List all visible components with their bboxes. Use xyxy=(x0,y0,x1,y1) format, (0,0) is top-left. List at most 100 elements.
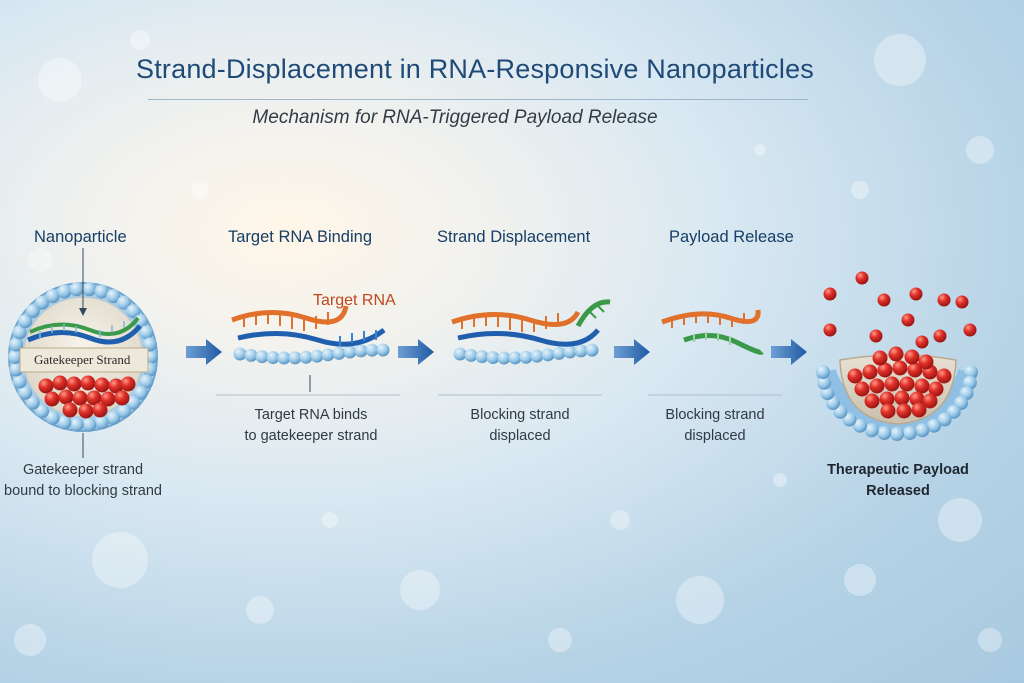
payload-particle xyxy=(904,349,920,365)
released-particle xyxy=(933,329,947,343)
payload-particle xyxy=(72,390,88,406)
membrane-bead xyxy=(8,350,22,364)
payload-particle xyxy=(847,368,863,384)
payload-particle xyxy=(892,360,908,376)
nanoparticle-payload xyxy=(38,375,136,419)
payload-particle xyxy=(922,393,938,409)
caption-payload-release: Blocking strand displaced xyxy=(640,405,790,447)
substrate-bead xyxy=(552,346,566,360)
payload-particle xyxy=(914,378,930,394)
released-particle xyxy=(909,287,923,301)
nanoparticle-membrane-beads xyxy=(8,282,158,432)
payload-release-strands xyxy=(661,309,764,355)
target-binding-duplex xyxy=(231,305,390,392)
step-title-target-binding: Target RNA Binding xyxy=(228,228,372,246)
payload-particle xyxy=(38,378,54,394)
membrane-bead xyxy=(45,410,60,425)
substrate-bead xyxy=(453,347,467,361)
payload-particle xyxy=(62,402,78,418)
payload-particle xyxy=(869,378,885,394)
caption-strand-displacement-line2: displaced xyxy=(489,428,551,444)
payload-particle xyxy=(899,376,915,392)
membrane-bead xyxy=(937,412,952,427)
membrane-bead xyxy=(94,284,109,299)
membrane-bead xyxy=(139,325,154,340)
substrate-bead xyxy=(486,351,500,365)
payload-particle xyxy=(928,381,944,397)
substrate-bead xyxy=(497,351,511,365)
substrate-bead xyxy=(244,348,258,362)
payload-particle xyxy=(872,350,888,366)
step-title-nanoparticle: Nanoparticle xyxy=(34,228,127,246)
step-title-strand-displacement: Strand Displacement xyxy=(437,228,591,246)
membrane-bead xyxy=(18,314,33,329)
nanoparticle xyxy=(8,248,158,458)
substrate-bead xyxy=(530,349,544,363)
membrane-bead xyxy=(816,365,830,379)
released-particle xyxy=(855,271,869,285)
membrane-bead xyxy=(853,418,867,433)
flow-arrow-2 xyxy=(398,339,434,365)
substrate-bead xyxy=(574,344,588,358)
substrate-bead xyxy=(354,344,368,358)
payload-particle xyxy=(907,362,923,378)
step-title-payload-release: Payload Release xyxy=(669,228,794,246)
substrate-bead xyxy=(277,351,291,365)
payload-particle xyxy=(92,402,108,418)
membrane-bead xyxy=(35,404,50,419)
membrane-bead xyxy=(57,415,72,430)
payload-particle xyxy=(114,390,130,406)
substrate-bead xyxy=(233,347,247,361)
payload-particle xyxy=(58,389,74,405)
membrane-bead xyxy=(927,418,941,433)
substrate-bead xyxy=(519,350,533,364)
membrane-bead xyxy=(69,282,84,297)
flow-arrow-1 xyxy=(186,339,222,365)
payload-particle xyxy=(918,354,934,370)
substrate-bead xyxy=(332,346,346,360)
gatekeeper-strand-label: Gatekeeper Strand xyxy=(34,352,131,367)
payload-particle xyxy=(86,390,102,406)
payload-particle xyxy=(936,368,952,384)
caption-nanoparticle-line2: bound to blocking strand xyxy=(4,483,162,499)
flow-arrows xyxy=(186,339,807,365)
membrane-bead xyxy=(877,426,892,441)
substrate-bead xyxy=(585,343,599,357)
membrane-bead xyxy=(12,374,27,389)
substrate-bead xyxy=(343,345,357,359)
caption-target-binding-line1: Target RNA binds xyxy=(254,407,368,423)
membrane-bead xyxy=(45,289,60,304)
caption-therapeutic-line1: Therapeutic Payload xyxy=(827,462,969,478)
payload-particle xyxy=(896,403,912,419)
membrane-bead xyxy=(116,295,131,310)
payload-particle xyxy=(66,376,82,392)
membrane-bead xyxy=(35,295,50,310)
caption-strand-displacement-line1: Blocking strand xyxy=(470,407,570,423)
payload-particle xyxy=(884,376,900,392)
released-nanoparticle xyxy=(816,271,978,441)
payload-particle xyxy=(888,346,904,362)
released-particle xyxy=(869,329,883,343)
membrane-bead xyxy=(25,395,40,410)
payload-particle xyxy=(94,377,110,393)
substrate-bead xyxy=(299,350,313,364)
flow-arrow-4 xyxy=(771,339,807,365)
substrate-bead xyxy=(288,351,302,365)
substrate-bead xyxy=(563,345,577,359)
caption-strand-displacement: Blocking strand displaced xyxy=(438,405,602,447)
caption-nanoparticle: Gatekeeper strand bound to blocking stra… xyxy=(0,460,166,502)
membrane-bead xyxy=(18,385,33,400)
substrate-bead xyxy=(464,348,478,362)
released-particle xyxy=(915,335,929,349)
payload-particle xyxy=(877,362,893,378)
payload-particle xyxy=(879,391,895,407)
membrane-bead xyxy=(82,282,97,297)
caption-therapeutic-payload: Therapeutic Payload Released xyxy=(808,460,988,502)
substrate-bead xyxy=(266,351,280,365)
payload-particle xyxy=(864,393,880,409)
substrate-bead xyxy=(255,350,269,364)
released-particle xyxy=(955,295,969,309)
membrane-bead xyxy=(915,423,930,438)
payload-particle xyxy=(854,381,870,397)
